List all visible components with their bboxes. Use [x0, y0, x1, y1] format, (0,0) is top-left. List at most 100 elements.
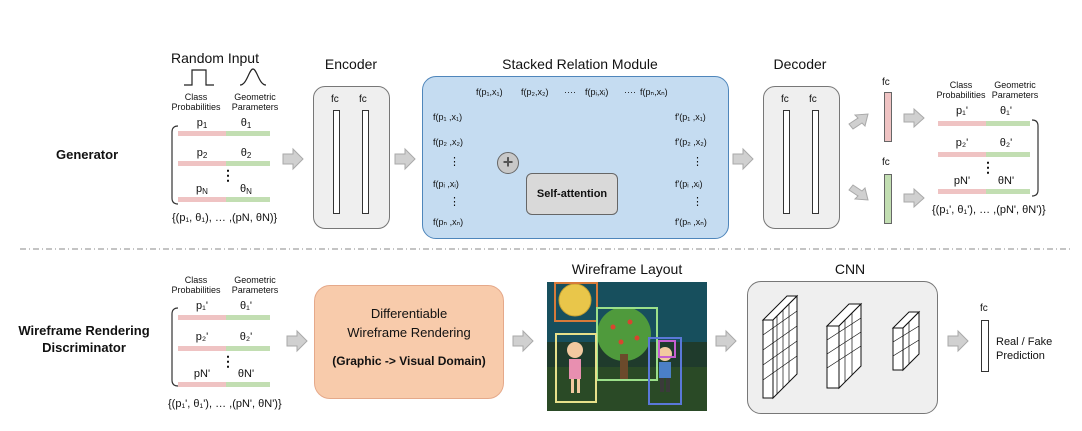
out-theta2-label: θ₂' [999, 137, 1013, 149]
output-set-text: {(p₁', θ₁'), … ,(pN', θN')} [932, 204, 1046, 216]
cnn-title: CNN [834, 261, 866, 277]
disc-fc-layer [981, 320, 989, 372]
disc-p2-label: p₂' [195, 331, 209, 343]
srm-right-term: f'(p₂ ,x₂) [675, 137, 707, 147]
srm-top-ellipsis: ···· [624, 87, 636, 97]
class-prob-bar [178, 315, 226, 320]
srm-right-dots: ⋮ [692, 196, 703, 208]
disc-pN-label: pN' [193, 368, 211, 380]
vertical-dots: ⋮ [221, 167, 235, 183]
disc-theta2-label: θ₂' [239, 331, 253, 343]
gaussian-curve-icon [239, 68, 267, 86]
encoder-fc1-label: fc [331, 94, 339, 105]
geo-param-bar [226, 197, 270, 202]
srm-right-term: f'(pₙ ,xₙ) [675, 217, 707, 227]
step-function-icon [184, 69, 214, 86]
srm-left-dots: ⋮ [449, 196, 460, 208]
head-fc-bottom-label: fc [882, 157, 890, 168]
encoder-title: Encoder [324, 56, 378, 72]
input-set-text: {(p₁, θ₁), … ,(pN, θN)} [172, 212, 278, 224]
class-prob-bar [178, 382, 226, 387]
disc-fc-label: fc [980, 303, 988, 314]
renderer-line-1: Differentiable [370, 306, 448, 321]
pN-label: pN [196, 183, 208, 196]
encoder-fc2-layer [362, 110, 369, 214]
p2-label: p2 [196, 147, 208, 160]
thetaN-label: θN [240, 183, 252, 196]
srm-title: Stacked Relation Module [502, 56, 658, 72]
srm-right-term: f'(p₁ ,x₁) [675, 112, 706, 122]
srm-left-term: f(p₁ ,x₁) [433, 112, 463, 122]
srm-top-term: f(pₙ,xₙ) [640, 87, 668, 97]
left-brace [171, 307, 179, 387]
disc-p1-label: p₁' [196, 300, 208, 312]
geo-param-bar [226, 131, 270, 136]
vertical-dots: ⋮ [221, 353, 235, 369]
disc-set-text: {(p₁', θ₁'), … ,(pN', θN')} [168, 398, 282, 410]
wireframe-layout-title: Wireframe Layout [571, 261, 683, 277]
renderer-line-3: (Graphic -> Visual Domain) [332, 354, 486, 368]
decoder-title: Decoder [773, 56, 827, 72]
out-theta1-label: θ₁' [1000, 105, 1012, 117]
vertical-dots: ⋮ [981, 159, 995, 175]
geo-head-layer [884, 174, 892, 224]
srm-left-dots: ⋮ [449, 156, 460, 168]
srm-left-term: f(pₙ ,xₙ) [433, 217, 464, 227]
random-input-title: Random Input [171, 50, 259, 66]
geo-param-bar [986, 121, 1030, 126]
renderer-line-2: Wireframe Rendering [347, 325, 471, 340]
theta1-label: θ1 [240, 117, 252, 130]
srm-left-term: f(p₂ ,x₂) [433, 137, 463, 147]
out-thetaN-label: θN' [997, 175, 1015, 187]
decoder-fc1-layer [783, 110, 790, 214]
left-brace [171, 125, 179, 205]
p1-label: p1 [196, 117, 208, 130]
plus-circle-icon: + [497, 152, 519, 174]
class-prob-bar [178, 346, 226, 351]
class-prob-bar [938, 152, 986, 157]
srm-right-term: f'(pᵢ ,xᵢ) [675, 179, 703, 189]
generator-label: Generator [56, 147, 119, 162]
geo-param-bar [986, 152, 1030, 157]
geo-param-bar [226, 315, 270, 320]
class-prob-bar [938, 121, 986, 126]
geo-param-bar [226, 161, 270, 166]
srm-top-ellipsis: ···· [564, 87, 576, 97]
decoder-box [763, 86, 840, 229]
disc-thetaN-label: θN' [237, 368, 255, 380]
srm-top-term: f(p₂,x₂) [521, 87, 549, 97]
theta2-label: θ2 [240, 147, 252, 160]
encoder-fc1-layer [333, 110, 340, 214]
geo-param-bar [226, 382, 270, 387]
geo-param-bar [226, 346, 270, 351]
wireframe-rendering-box: Differentiable Wireframe Rendering (Grap… [314, 285, 504, 399]
encoder-fc2-label: fc [359, 94, 367, 105]
cnn-feature-maps [761, 294, 921, 400]
class-prob-bar [938, 189, 986, 194]
head-fc-top-label: fc [882, 77, 890, 88]
class-prob-bar [178, 131, 226, 136]
class-prob-bar [178, 197, 226, 202]
srm-right-dots: ⋮ [692, 156, 703, 168]
encoder-box [313, 86, 390, 229]
geo-param-bar [986, 189, 1030, 194]
decoder-fc2-label: fc [809, 94, 817, 105]
right-brace [1031, 119, 1039, 197]
srm-top-term: f(pᵢ,xᵢ) [585, 87, 609, 97]
decoder-fc1-label: fc [781, 94, 789, 105]
wireframe-layout-image [547, 282, 707, 411]
srm-top-term: f(p₁,x₁) [476, 87, 503, 97]
srm-left-term: f(pᵢ ,xᵢ) [433, 179, 459, 189]
disc-theta1-label: θ₁' [240, 300, 252, 312]
out-pN-label: pN' [953, 175, 971, 187]
out-p2-label: p₂' [955, 137, 969, 149]
self-attention-box: Self-attention [526, 173, 618, 215]
